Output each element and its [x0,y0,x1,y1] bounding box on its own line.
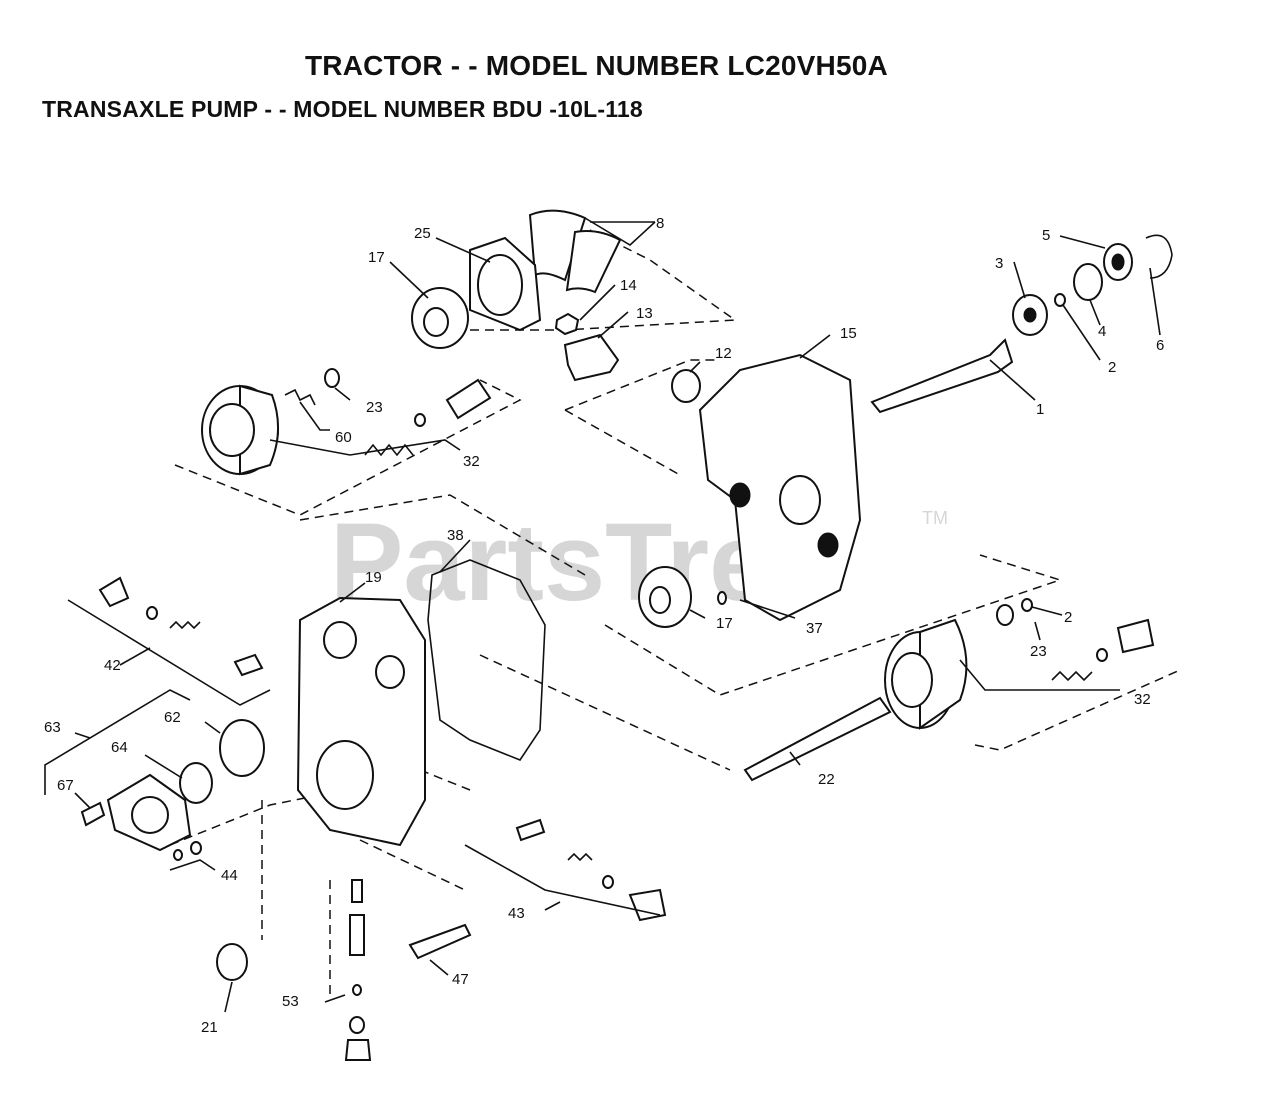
callout-63: 63 [44,719,61,736]
washer-23-top [324,368,340,388]
callout-38: 38 [447,527,464,544]
callout-17-top: 17 [368,249,385,266]
gasket-38 [427,559,546,761]
callout-22: 22 [818,771,835,788]
callout-labels: 8 25 17 14 13 5 3 4 6 2 1 12 15 23 60 32… [44,215,1164,1036]
spring-32-lower [1051,670,1093,682]
piston-32-top [445,378,492,420]
callout-23-top: 23 [366,399,383,416]
page-subtitle: TRANSAXLE PUMP - - MODEL NUMBER BDU -10L… [42,96,643,122]
callout-32-top: 32 [463,453,480,470]
callout-8: 8 [656,215,664,232]
callout-42: 42 [104,657,121,674]
plug-42 [98,576,130,608]
callout-12: 12 [715,345,732,362]
page-title: TRACTOR - - MODEL NUMBER LC20VH50A [305,50,888,81]
thrust-plate-a [528,209,587,282]
callout-1: 1 [1036,401,1044,418]
bolt-47 [408,923,472,960]
part-drawings [80,209,1173,1061]
callout-4: 4 [1098,323,1106,340]
callout-44: 44 [221,867,238,884]
pin-44 [173,849,183,861]
callout-64: 64 [111,739,128,756]
callout-15: 15 [840,325,857,342]
leader-lines [44,217,1161,1013]
callout-19: 19 [365,569,382,586]
shaft-22 [743,696,892,782]
gerotor-64 [179,762,213,804]
oring-2-lower [1021,598,1033,612]
seal-21 [216,943,248,981]
callout-3: 3 [995,255,1003,272]
callout-43: 43 [508,905,525,922]
callout-23-lower: 23 [1030,643,1047,660]
callout-47: 47 [452,971,469,988]
callout-25: 25 [414,225,431,242]
callout-62: 62 [164,709,181,726]
snap-ring-6 [1145,234,1173,279]
callout-5: 5 [1042,227,1050,244]
watermark-trademark: TM [922,508,948,528]
callout-53: 53 [282,993,299,1010]
pin-37 [717,591,727,605]
assembly-guide-lines [169,229,1181,1000]
callout-21: 21 [201,1019,218,1036]
spring-43 [567,852,593,862]
callout-2-top: 2 [1108,359,1116,376]
pin-13 [563,333,620,382]
callout-67: 67 [57,777,74,794]
callout-6: 6 [1156,337,1164,354]
plug-12 [671,369,701,403]
callout-60: 60 [335,429,352,446]
washer-4 [1073,263,1103,301]
oring-62 [219,719,265,777]
pin-43 [515,818,546,842]
piston-32-lower [1116,618,1155,654]
center-plate-19 [296,596,426,847]
input-shaft-1 [870,338,1014,414]
bolt-67 [80,801,106,827]
callout-14: 14 [620,277,637,294]
callout-13: 13 [636,305,653,322]
callout-17-lower: 17 [716,615,733,632]
callout-32-lower: 32 [1134,691,1151,708]
callout-37: 37 [806,620,823,637]
nut-14 [554,312,580,336]
housing-15 [698,353,862,622]
callout-2-lower: 2 [1064,609,1072,626]
valve-53 [351,879,363,903]
washer-23-lower [996,604,1014,626]
spring-42 [169,620,201,630]
spring-32-top [364,443,414,457]
spring-60 [284,388,316,406]
oring-2-top [1054,293,1066,307]
thrust-plate-b [565,230,622,294]
